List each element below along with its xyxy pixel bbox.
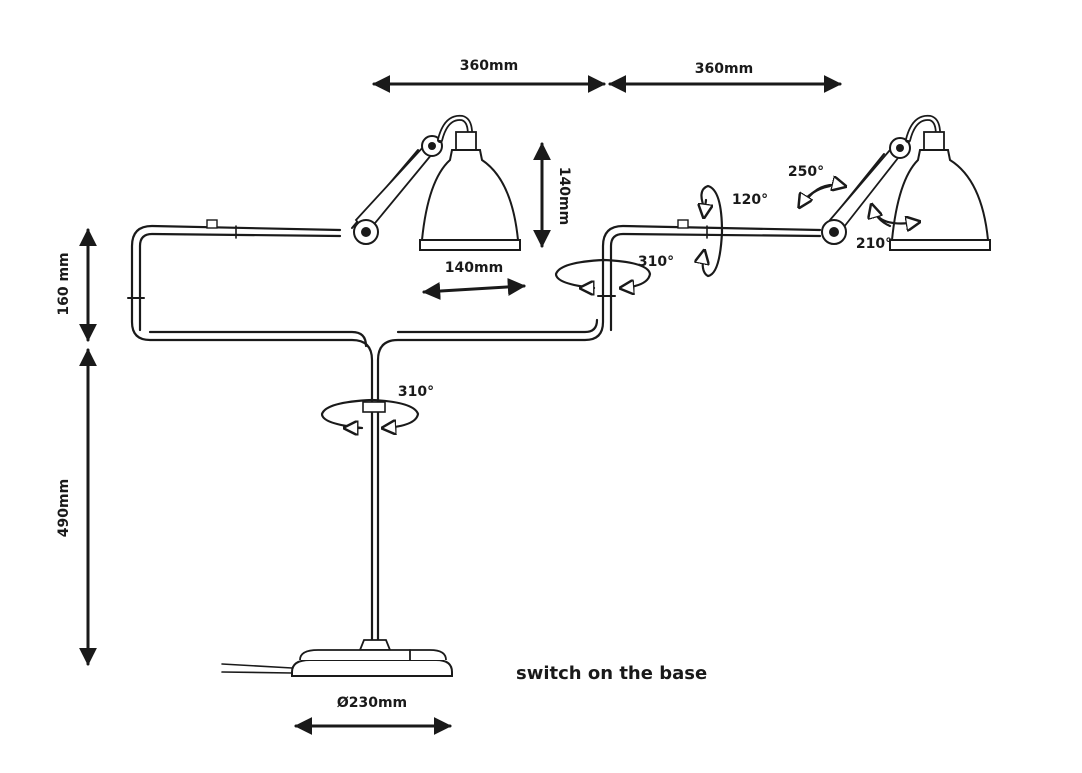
shade-swivel-label: 250° bbox=[788, 164, 824, 180]
stem-rotation-label: 310° bbox=[398, 384, 434, 400]
height-upper-label: 160 mm bbox=[56, 252, 72, 315]
switch-note: switch on the base bbox=[516, 663, 707, 684]
lamp-frame bbox=[130, 224, 822, 642]
shade-tilt-label: 210° bbox=[856, 236, 892, 252]
dimension-lines bbox=[79, 75, 842, 735]
arm-lower-label: 360mm bbox=[695, 61, 753, 77]
rotation-arrows bbox=[320, 185, 918, 428]
tilt-label: 120° bbox=[732, 192, 768, 208]
shade-left bbox=[351, 114, 521, 251]
lamp-structure bbox=[127, 114, 991, 677]
power-cord bbox=[221, 663, 293, 674]
elbow-rotation-label: 310° bbox=[638, 254, 674, 270]
stem-joint bbox=[362, 401, 386, 413]
base-diameter-label: Ø230mm bbox=[337, 695, 407, 711]
height-lower-label: 490mm bbox=[56, 479, 72, 537]
shade-reach-label: 140mm bbox=[445, 260, 503, 276]
lamp-base bbox=[291, 659, 453, 677]
labels: 360mm 360mm 140mm 140mm 160 mm 490mm Ø23… bbox=[56, 58, 892, 711]
shade-right bbox=[821, 114, 991, 251]
arm-upper-label: 360mm bbox=[460, 58, 518, 74]
shade-height-label: 140mm bbox=[556, 167, 572, 225]
